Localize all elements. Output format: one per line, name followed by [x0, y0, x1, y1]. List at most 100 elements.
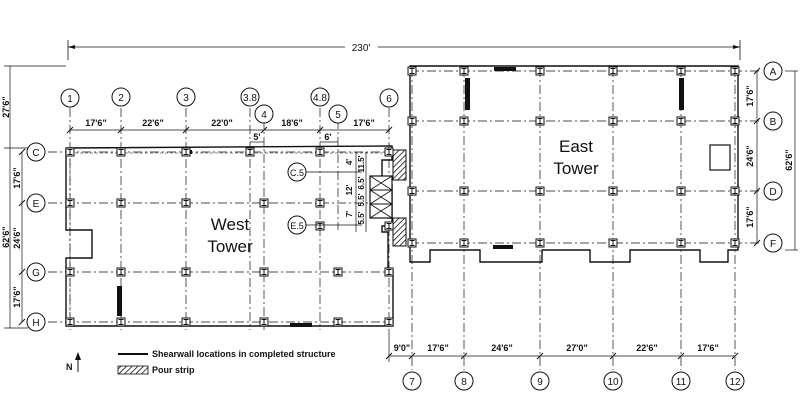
svg-text:8: 8	[461, 377, 467, 388]
east-tower-name-line1: East	[559, 137, 593, 156]
grid-bubble-10: 10	[603, 371, 623, 391]
grid-bubbles-bottom: 7 8 9 10 11 12	[402, 371, 745, 391]
svg-text:D: D	[769, 187, 776, 198]
grid-bubble-E: E	[26, 193, 46, 213]
grid-bubble-2: 2	[111, 87, 131, 107]
dim-bottom-11-12: 17'6"	[697, 343, 718, 353]
east-tower-name-line2: Tower	[553, 159, 599, 178]
west-tower-outline	[65, 145, 394, 327]
grid-bubble-E-5: E.5	[287, 215, 362, 235]
dim-top-3-4: 22'0"	[211, 118, 232, 128]
dim-core-6-5: 6.5'	[357, 176, 366, 189]
dim-left-G-H: 17'6"	[12, 286, 22, 307]
grid-bubble-11: 11	[671, 371, 691, 391]
elevator-core	[369, 175, 393, 219]
svg-text:3: 3	[183, 93, 189, 104]
dim-core-7: 7'	[345, 211, 354, 217]
svg-text:F: F	[770, 239, 776, 250]
svg-text:2: 2	[118, 93, 124, 104]
grid-bubble-C-5: C.5	[287, 162, 362, 182]
svg-text:G: G	[32, 268, 40, 279]
svg-text:11: 11	[676, 377, 687, 388]
dim-right-B-D: 24'6"	[745, 145, 755, 166]
dim-top-small-3-8-4: 5'	[253, 132, 260, 142]
grid-bubble-12: 12	[725, 371, 745, 391]
svg-text:6: 6	[386, 94, 392, 105]
grid-lines	[48, 68, 762, 370]
grid-bubble-H: H	[26, 312, 46, 332]
dim-bottom-7-8: 17'6"	[427, 343, 448, 353]
svg-text:4: 4	[261, 110, 267, 121]
grid-bubble-4: 4	[254, 104, 274, 124]
grid-bubble-8: 8	[454, 371, 474, 391]
east-tower-outline	[409, 65, 739, 263]
legend: N Shearwall locations in completed struc…	[66, 349, 336, 375]
legend-shearwall-label: Shearwall locations in completed structu…	[152, 349, 336, 359]
grid-bubble-9: 9	[530, 371, 550, 391]
west-tower-name-line1: West	[211, 215, 250, 234]
grid-bubble-7: 7	[402, 371, 422, 391]
dim-right-D-F: 17'6"	[745, 206, 755, 227]
dimensions-bottom: 9'0" 17'6" 24'6" 27'0" 22'6" 17'6"	[385, 330, 739, 362]
svg-text:3.8: 3.8	[243, 93, 257, 104]
legend-pour-strip: Pour strip	[117, 365, 195, 375]
grid-bubble-G: G	[26, 262, 46, 282]
svg-text:E.5: E.5	[290, 221, 304, 231]
dim-top-small-4-8-5: 6'	[324, 132, 331, 142]
dimensions-top: 17'6" 22'6" 22'0" 18'6" 17'6" 5' 6'	[66, 118, 393, 143]
svg-text:H: H	[32, 318, 39, 329]
grid-bubble-B: B	[763, 111, 783, 131]
dim-left-C-E: 17'6"	[12, 167, 22, 188]
svg-text:1: 1	[67, 94, 73, 105]
north-arrow: N	[66, 352, 81, 372]
dim-core-11-5: 11.5'	[357, 155, 366, 172]
svg-text:C.5: C.5	[290, 168, 304, 178]
north-label: N	[66, 362, 73, 372]
grid-bubbles-left: C E G H	[26, 142, 46, 332]
svg-text:E: E	[33, 199, 40, 210]
svg-text:A: A	[770, 67, 777, 78]
pour-strip-upper	[392, 149, 407, 181]
dimensions-core: 4' 11.5' 6.5' 12' 7' 5.5' 5.5'	[345, 152, 367, 232]
dim-top-1-2: 17'6"	[85, 118, 106, 128]
grid-bubble-5: 5	[328, 104, 348, 124]
dim-bottom-8-9: 24'6"	[491, 343, 512, 353]
dim-bottom-10-11: 22'6"	[636, 343, 657, 353]
west-tower-name-line2: Tower	[207, 237, 253, 256]
svg-text:9: 9	[537, 377, 543, 388]
grid-bubbles-top: 1 2 3 3.8 4 4.8 5 6	[60, 87, 399, 124]
west-tower-label: West Tower	[207, 215, 253, 256]
svg-text:10: 10	[607, 377, 619, 388]
svg-text:4.8: 4.8	[313, 93, 327, 104]
svg-text:7: 7	[409, 377, 415, 388]
grid-bubble-3-8: 3.8	[240, 87, 260, 107]
grid-bubble-D: D	[763, 181, 783, 201]
east-tower-label: East Tower	[553, 137, 599, 178]
svg-text:5: 5	[335, 110, 341, 121]
dim-core-5-5-b: 5.5'	[357, 211, 366, 224]
pour-strips	[392, 149, 407, 247]
grid-bubble-3: 3	[176, 87, 196, 107]
dim-left-top: 27'6"	[1, 96, 11, 117]
grid-bubbles-inner: C.5 E.5	[287, 162, 362, 235]
dim-left-E-G: 24'6"	[12, 227, 22, 248]
shearwalls	[117, 67, 684, 327]
grid-bubble-C: C	[26, 142, 46, 162]
overall-dimension: 230'	[67, 40, 741, 60]
dim-left-total: 62'6"	[1, 226, 11, 247]
dim-top-2-3: 22'6"	[142, 118, 163, 128]
svg-text:C: C	[32, 148, 39, 159]
dim-bottom-6-7: 9'0"	[394, 343, 410, 353]
dim-right-total: 62'6"	[784, 149, 794, 170]
dim-top-5-6: 17'6"	[353, 118, 374, 128]
grid-bubble-4-8: 4.8	[310, 87, 330, 107]
dim-core-12: 12'	[345, 185, 354, 196]
svg-text:B: B	[770, 117, 777, 128]
grid-bubble-A: A	[763, 61, 783, 81]
dim-top-4-4-8: 18'6"	[281, 118, 302, 128]
dim-core-5-5-a: 5.5'	[357, 193, 366, 206]
grid-bubble-6: 6	[379, 88, 399, 108]
legend-pour-strip-label: Pour strip	[152, 365, 195, 375]
dim-bottom-9-10: 27'0"	[566, 343, 587, 353]
